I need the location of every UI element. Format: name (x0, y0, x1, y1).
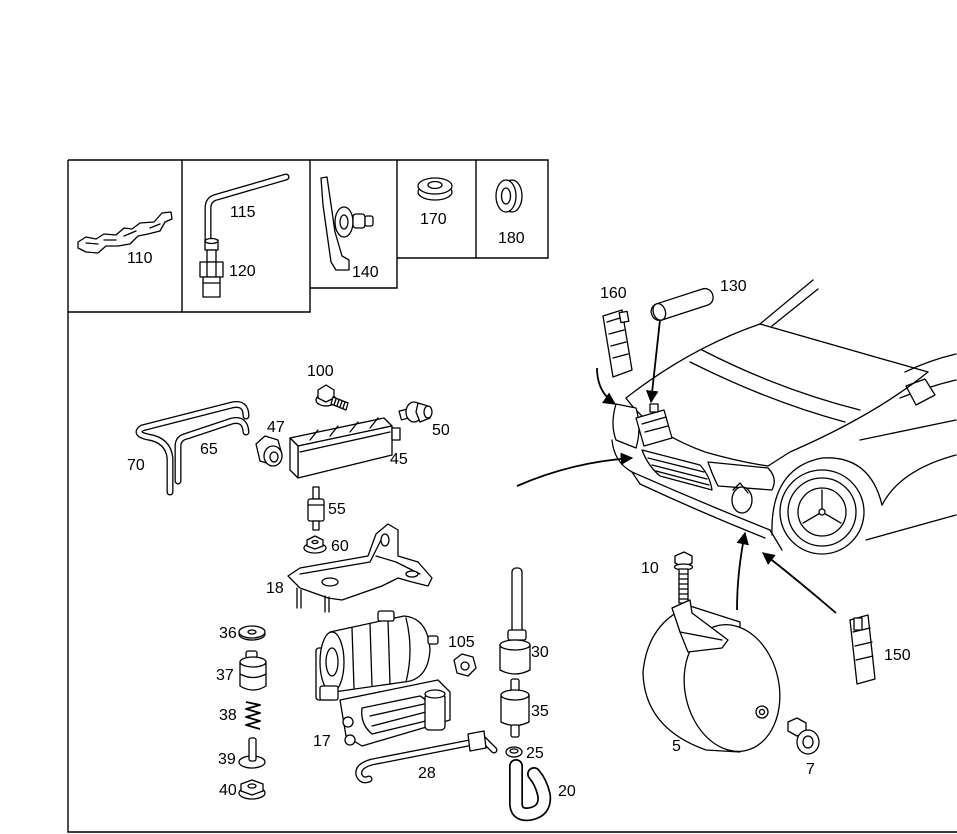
part-110-retaining-clip (77, 211, 173, 254)
assembly-arrows (516, 319, 837, 614)
part-35-inline-filter (500, 678, 530, 738)
part-140-holder (320, 176, 374, 271)
part-105-nut (453, 653, 477, 677)
part-50-pressure-sensor (398, 401, 433, 423)
part-60-nut (303, 535, 327, 554)
part-39-bolt (238, 737, 266, 769)
part-100-screw (315, 384, 349, 411)
part-10-bolt (673, 551, 694, 604)
diagram-frame (67, 159, 957, 833)
part-130-sleeve (650, 287, 714, 322)
part-115-line (204, 173, 290, 248)
part-5-pressure-reservoir (642, 599, 781, 753)
part-18-bracket (287, 523, 433, 613)
relay-bracket-on-vehicle (635, 403, 673, 447)
part-36-washer (238, 625, 266, 641)
part-25-hose-clamp (505, 746, 523, 758)
callout-140: 140 (352, 264, 379, 281)
callout-110: 110 (127, 250, 153, 267)
callout-160: 160 (600, 285, 627, 302)
callout-40: 40 (219, 782, 237, 799)
part-70-line (135, 401, 250, 496)
callout-labels: 110 115 120 140 170 180 160 130 100 47 5… (127, 204, 911, 800)
callout-39: 39 (218, 751, 236, 768)
part-170-grommet (417, 177, 453, 201)
callout-30: 30 (531, 644, 549, 661)
callout-10: 10 (641, 560, 659, 577)
callout-17: 17 (313, 733, 331, 750)
part-150-control-module (849, 614, 876, 685)
part-120-connector (199, 237, 224, 298)
callout-20: 20 (558, 783, 576, 800)
part-55-check-valve (307, 486, 325, 531)
callout-45: 45 (390, 451, 408, 468)
callout-25: 25 (526, 745, 544, 762)
part-30-air-filter (499, 567, 531, 675)
part-160-relay-module (602, 309, 633, 378)
part-47-union-nut (255, 435, 283, 467)
callout-5: 5 (672, 738, 681, 755)
callout-60: 60 (331, 538, 349, 555)
callout-120: 120 (229, 263, 256, 280)
callout-38: 38 (219, 707, 237, 724)
part-37-rubber-mount (239, 650, 267, 691)
callout-70: 70 (127, 457, 145, 474)
callout-55: 55 (328, 501, 346, 518)
callout-7: 7 (806, 761, 815, 778)
callout-180: 180 (498, 230, 525, 247)
part-28-air-line (355, 730, 498, 784)
callout-100: 100 (307, 363, 334, 380)
callout-47: 47 (267, 419, 285, 436)
callout-105: 105 (448, 634, 475, 651)
callout-170: 170 (420, 211, 447, 228)
part-40-nut (238, 779, 266, 800)
part-65-line (174, 417, 250, 485)
callout-37: 37 (216, 667, 234, 684)
callout-115: 115 (230, 204, 256, 221)
callout-150: 150 (884, 647, 911, 664)
part-20-hose (509, 759, 552, 822)
part-7-drain-plug (787, 717, 820, 755)
callout-130: 130 (720, 278, 747, 295)
part-38-spring (245, 701, 261, 730)
callout-35: 35 (531, 703, 549, 720)
part-45-valve-block (289, 417, 401, 479)
callout-28: 28 (418, 765, 436, 782)
callout-36: 36 (219, 625, 237, 642)
vehicle-front-view (611, 279, 957, 555)
part-17-compressor-unit (315, 610, 451, 747)
callout-18: 18 (266, 580, 284, 597)
part-180-grommet (495, 179, 523, 213)
callout-50: 50 (432, 422, 450, 439)
callout-65: 65 (200, 441, 218, 458)
